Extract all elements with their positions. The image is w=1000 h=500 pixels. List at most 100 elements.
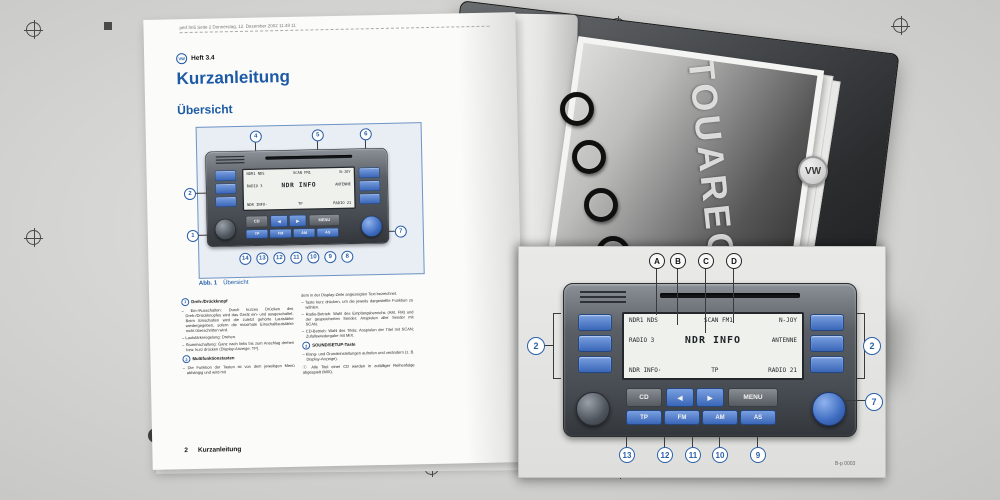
- manual-text-item: – Die Funktion der Tasten ist von dem je…: [182, 362, 295, 375]
- binder-ring-icon: [572, 140, 606, 174]
- display-station-right: ANTENNE: [771, 336, 797, 344]
- display-scan-band: SCAN FM1: [703, 317, 733, 324]
- volume-knob: [214, 218, 237, 241]
- callout-8: 8: [341, 250, 354, 263]
- seek-right-button: ▶: [696, 388, 724, 407]
- radio-faceplate: NDR1 NDS SCAN FM1 N-JOY RADIO 3 NDR INFO…: [563, 283, 857, 437]
- display-station-left: NDR INFO·: [247, 202, 268, 208]
- callout-7: 7: [394, 225, 407, 238]
- fm-button: FM: [664, 410, 700, 425]
- cd-button: CD: [626, 388, 662, 407]
- as-button: AS: [316, 227, 339, 238]
- display-current-station: NDR INFO: [281, 181, 317, 189]
- leader-line: [757, 435, 758, 447]
- manual-text-item: – Radio-Betrieb: Wahl des Empfangsbereic…: [301, 308, 414, 327]
- preset-button: [578, 356, 612, 373]
- figure-caption-label: Abb. 1: [198, 280, 218, 287]
- leader-line: [626, 435, 627, 447]
- callout-panel: A B C D 2 2 7 13 12 11 10 9: [518, 246, 886, 478]
- leader-line: [719, 435, 720, 447]
- preset-button: [215, 196, 237, 208]
- preset-button: [215, 183, 237, 195]
- display-station-right: N-JOY: [339, 169, 351, 175]
- callout-B: B: [670, 253, 686, 269]
- callout-bracket-left: [553, 313, 561, 379]
- figure-caption-text: Übersicht: [223, 279, 249, 287]
- callout-13: 13: [256, 252, 269, 265]
- callout-12: 12: [273, 252, 286, 265]
- display-current-station: NDR INFO: [684, 334, 742, 346]
- am-button: AM: [292, 228, 316, 238]
- leader-line: [733, 267, 734, 323]
- vw-logo: VW: [798, 156, 828, 186]
- leader-line: [656, 267, 657, 315]
- radio-display: NDR1 NDS SCAN FM1 N-JOY RADIO 3 NDR INFO…: [622, 312, 804, 380]
- display-station-right: ANTENNE: [335, 181, 351, 187]
- callout-2-right: 2: [863, 337, 881, 355]
- menu-button: MENU: [728, 388, 778, 407]
- print-header: perf.fm5 Seite 2 Donnerstag, 12. Dezembe…: [179, 18, 490, 34]
- page-footer: 2 Kurzanleitung: [184, 446, 241, 454]
- manual-page: perf.fm5 Seite 2 Donnerstag, 12. Dezembe…: [143, 12, 525, 470]
- callout-D: D: [726, 253, 742, 269]
- callout-9: 9: [324, 250, 337, 264]
- vent-grille-icon: [215, 155, 245, 166]
- manual-text-item: – Ein-/Ausschalten: Durch kurzes Drücken…: [181, 305, 294, 334]
- footer-page-number: 2: [184, 447, 189, 455]
- callout-5: 5: [311, 129, 324, 142]
- tuning-knob: [812, 392, 846, 426]
- display-tp-flag: TP: [298, 201, 303, 207]
- leader-line: [692, 435, 693, 447]
- manual-text-item: – CD-Betrieb: Wahl des Titels; Anspielen…: [301, 326, 414, 339]
- preset-button: [810, 335, 844, 352]
- preset-button: [359, 193, 381, 205]
- leader-line: [543, 345, 553, 346]
- vent-grille-icon: [580, 291, 626, 306]
- tp-button: TP: [626, 410, 662, 425]
- registration-mark-icon: [891, 16, 910, 35]
- display-station-right: RADIO 21: [333, 200, 352, 206]
- tp-button: TP: [245, 229, 269, 239]
- model-name-text: TOUAREG: [680, 56, 743, 267]
- callout-6: 6: [359, 128, 372, 141]
- preset-button: [578, 314, 612, 331]
- preset-button: [810, 356, 844, 373]
- seek-left-button: ◀: [270, 215, 288, 228]
- mini-radio-faceplate: NDR1 NDS SCAN FM1 N-JOY RADIO 3 NDR INFO…: [205, 147, 390, 248]
- display-station-left: RADIO 3: [246, 183, 263, 189]
- booklet-number: Heft 3.4: [191, 54, 215, 62]
- display-station-right: N-JOY: [778, 317, 797, 324]
- figure-id-note: B-p 0003: [835, 461, 856, 467]
- leader-line: [843, 400, 865, 401]
- seek-left-button: ◀: [666, 388, 694, 407]
- am-button: AM: [702, 410, 738, 425]
- callout-11: 11: [290, 251, 303, 264]
- fm-button: FM: [269, 228, 292, 239]
- mini-radio-figure: NDR1 NDS SCAN FM1 N-JOY RADIO 3 NDR INFO…: [205, 147, 390, 248]
- callout-2-left: 2: [527, 337, 545, 355]
- radio-display: NDR1 NDS SCAN FM1 N-JOY RADIO 3 NDR INFO…: [242, 166, 356, 212]
- menu-button: MENU: [308, 213, 340, 227]
- figure-overview-box: 4 5 6 2 1 7 14 13 12 11 10 9 8: [183, 122, 425, 279]
- preset-button: [358, 167, 380, 179]
- footer-chapter: Kurzanleitung: [197, 445, 242, 454]
- leader-line: [705, 267, 706, 333]
- display-station-left: NDR INFO·: [629, 367, 662, 374]
- callout-2: 2: [183, 187, 197, 201]
- binder-ring-icon: [560, 92, 594, 126]
- callout-14: 14: [239, 252, 252, 265]
- callout-10: 10: [712, 447, 728, 463]
- display-station-left: NDR1 NDS: [246, 171, 265, 177]
- color-patch-icon: [104, 22, 112, 30]
- display-station-right: RADIO 21: [768, 367, 797, 374]
- registration-mark-icon: [24, 20, 43, 39]
- manual-text-item: – Taste kurz drücken, um die jeweils dar…: [301, 297, 414, 310]
- callout-12: 12: [657, 447, 673, 463]
- cd-slot: [265, 154, 353, 160]
- booklet-row: VW Heft 3.4: [176, 52, 215, 65]
- tuning-knob: [360, 215, 383, 238]
